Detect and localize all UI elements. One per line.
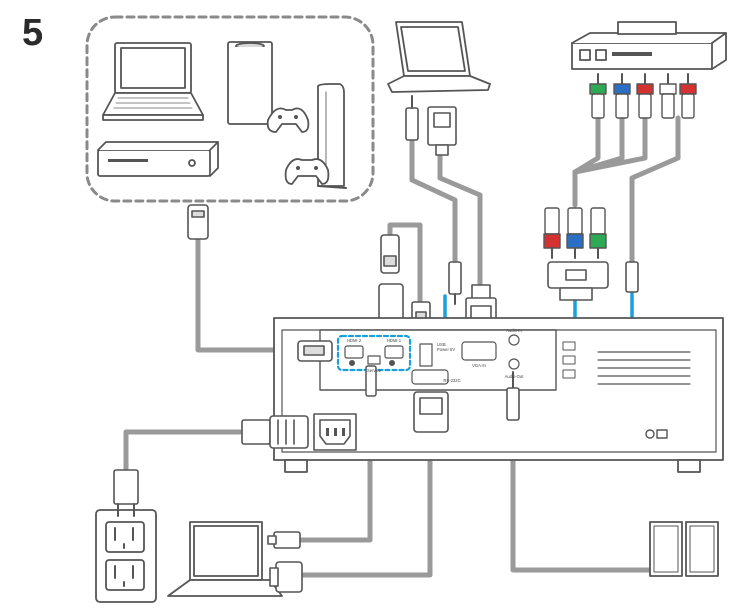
gamepad-icon	[266, 107, 310, 133]
wall-plug-icon	[113, 469, 139, 517]
port-led-2	[389, 360, 395, 366]
port-label-usb-power: USB	[437, 342, 446, 347]
rca-lower-blue-plug-icon	[566, 207, 584, 259]
audio-rca-cable	[629, 115, 681, 273]
port-label-service: Service	[367, 368, 382, 373]
dashed-source-box	[85, 15, 375, 203]
audio-in-cable	[409, 137, 458, 268]
port-label-usb-power: Power 5V	[437, 347, 455, 352]
rca-red-plug-icon	[636, 73, 654, 119]
hdmi1-port-icon	[384, 345, 404, 359]
rca-top-plugs	[589, 73, 697, 119]
vga-plug-top-icon	[427, 106, 457, 156]
rca-white-plug-icon	[659, 73, 677, 119]
rs232-cable	[297, 427, 433, 578]
bottom-usb-plug-icon	[267, 531, 301, 549]
port-label-audio-in: Audio-In	[506, 328, 522, 333]
hdmi1-plug-icon	[297, 340, 333, 362]
port-label-hdmi2: HDMI 2	[347, 338, 362, 343]
hdmi-source-group	[85, 15, 375, 203]
service-plug-icon	[365, 365, 377, 397]
component-green-cable	[572, 115, 601, 208]
component-red-cable	[572, 115, 648, 175]
audio-in-port-icon	[508, 334, 520, 346]
vga-cable	[437, 152, 483, 291]
gamepad-2-icon	[284, 158, 330, 185]
rca-lower-plugs	[543, 207, 607, 259]
disc-player-icon	[97, 141, 219, 177]
rs232-plug-icon	[413, 391, 449, 433]
rca-blue-plug-icon	[613, 73, 631, 119]
bottom-rs232-plug-icon	[269, 561, 303, 593]
rca-red-audio-plug-icon	[679, 73, 697, 119]
audio-jack-icon	[405, 95, 419, 141]
hdmi2-port-icon	[344, 345, 364, 359]
port-label-vga-in: VGA-In	[472, 363, 486, 368]
port-led-1	[349, 360, 355, 366]
speakers-icon	[649, 521, 719, 577]
step-number: 5	[22, 12, 44, 54]
bottom-laptop-icon	[167, 521, 283, 597]
service-port-icon	[367, 355, 381, 365]
port-label-hdmi1: HDMI 1	[387, 338, 402, 343]
hdmi-plug-icon	[187, 204, 209, 240]
power-plug-icon	[241, 415, 309, 449]
rs232-port-icon	[411, 369, 449, 385]
component-video-player-icon	[571, 21, 727, 70]
hdmi-cable	[195, 235, 303, 353]
port-label-rs232: RS-232C	[443, 378, 460, 383]
vga-laptop-icon	[387, 21, 491, 93]
game-console-tower-icon	[227, 41, 273, 125]
port-label-audio-out: Audio-Out	[505, 374, 525, 379]
component-vga-adapter-icon	[547, 261, 609, 301]
vga-in-port-icon	[461, 341, 497, 361]
laptop-icon	[102, 42, 204, 121]
power-inlet-icon	[313, 413, 357, 451]
wall-outlet-icon	[95, 509, 157, 603]
rca-green-plug-icon	[589, 73, 607, 119]
panel-ports	[344, 334, 520, 385]
audio-out-plug-icon	[506, 371, 520, 421]
usb-power-cable	[387, 222, 423, 318]
audio-out-port-icon	[508, 358, 520, 370]
power-cable	[123, 429, 246, 473]
rca-audio-lower-plug-icon	[625, 261, 639, 293]
audio-jack-lower-icon	[448, 261, 462, 305]
rca-lower-green-plug-icon	[589, 207, 607, 259]
rca-lower-red-plug-icon	[543, 207, 561, 259]
usb-power-port-icon	[419, 343, 433, 367]
audio-out-cable	[510, 417, 653, 573]
